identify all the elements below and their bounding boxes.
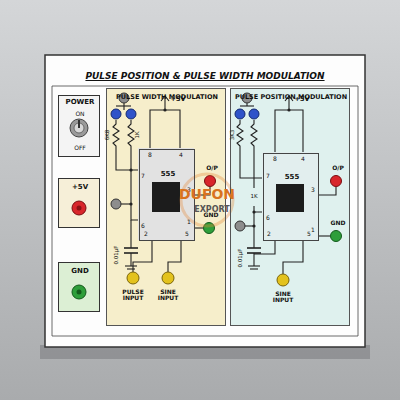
watermark: EXPORT (194, 206, 230, 214)
pin-number: 5 (307, 231, 311, 237)
supply-label: +5V (171, 96, 186, 103)
node-text: PULSE WIDTH MODULATION (116, 94, 218, 101)
pin-number: 7 (141, 173, 145, 179)
ic-555: 555 (263, 153, 319, 241)
pin-number: 6 (266, 215, 270, 221)
watermark: DUFON (179, 187, 235, 202)
pin-number: 3 (311, 187, 315, 193)
power-box: POWER ON OFF (58, 95, 100, 157)
node-text: +5V (72, 184, 88, 191)
ground-box: GND (58, 262, 100, 312)
node-text: POWER (66, 99, 95, 106)
pin-number: 8 (273, 156, 277, 162)
node-text: 555 (161, 171, 176, 178)
board-title: PULSE POSITION & PULSE WIDTH MODULATION (85, 71, 324, 81)
capacitor-value: 0.01µF (238, 249, 244, 268)
terminal-label: O/P (332, 165, 344, 171)
pin-number: 6 (141, 223, 145, 229)
node-text: 555 (285, 174, 300, 181)
supply-box: +5V (58, 178, 100, 228)
pin-number: 4 (301, 156, 305, 162)
node-text: OFF (74, 145, 86, 151)
terminal-label: SINE INPUT (153, 289, 183, 302)
resistor-value: 6K8 (105, 130, 111, 141)
pin-number: 4 (179, 152, 183, 158)
resistor-value: 1K (250, 194, 257, 200)
pin-number: 2 (144, 231, 148, 237)
pin-number: 8 (148, 152, 152, 158)
node-text: PULSE POSITION MODULATION (235, 94, 347, 101)
terminal-label: PULSE INPUT (118, 289, 148, 302)
terminal-label: SINE INPUT (268, 291, 298, 304)
pin-number: 5 (185, 231, 189, 237)
node-text: GND (71, 268, 88, 275)
resistor-value: 1K (135, 131, 141, 138)
pin-number: 7 (266, 173, 270, 179)
capacitor-value: 0.01µF (114, 246, 120, 265)
pin-number: 2 (267, 231, 271, 237)
resistor-value: 3K3 (230, 130, 236, 141)
supply-label: +5V (295, 96, 310, 103)
pin-number: 1 (187, 219, 191, 225)
terminal-label: GND (331, 220, 346, 226)
terminal-label: O/P (206, 165, 218, 171)
node-text: ON (75, 111, 84, 117)
pin-number: 1 (311, 227, 315, 233)
